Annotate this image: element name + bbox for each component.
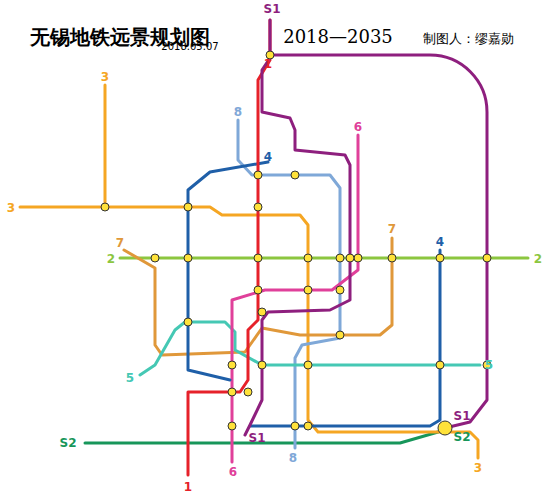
line-number: 4 xyxy=(264,151,272,163)
transfer-station xyxy=(184,254,192,262)
line-number: 3 xyxy=(101,71,109,83)
transfer-station xyxy=(336,331,344,339)
line-number: 3 xyxy=(474,462,482,474)
transfer-station xyxy=(254,254,262,262)
line-number: 5 xyxy=(126,372,134,384)
transfer-station xyxy=(304,361,312,369)
line-number: S1 xyxy=(249,432,266,444)
line-number: 2 xyxy=(534,253,542,265)
line-8 xyxy=(238,120,340,448)
line-number: 6 xyxy=(229,466,237,478)
transfer-station xyxy=(228,388,236,396)
transfer-station xyxy=(244,388,252,396)
transfer-station xyxy=(336,254,344,262)
line-number: S2 xyxy=(60,437,77,449)
transfer-station xyxy=(436,361,444,369)
author-note: 制图人：缪嘉勋 xyxy=(423,32,514,45)
line-3 xyxy=(20,85,478,458)
line-number: 6 xyxy=(354,121,362,133)
line-number: 8 xyxy=(234,106,242,118)
transfer-station xyxy=(258,308,266,316)
transfer-station xyxy=(436,254,444,262)
transfer-station xyxy=(483,254,491,262)
transfer-station xyxy=(254,203,262,211)
line-number: 4 xyxy=(436,236,444,248)
transfer-stations xyxy=(101,51,491,435)
date-note: 2018.05.07 xyxy=(161,42,218,52)
transfer-station xyxy=(354,254,362,262)
line-5 xyxy=(140,322,480,375)
transfer-hub xyxy=(438,421,452,435)
line-number: 1 xyxy=(264,58,272,70)
line-number: S1 xyxy=(264,3,281,15)
line-6 xyxy=(232,135,358,462)
line-2 xyxy=(120,257,528,260)
transfer-station xyxy=(151,254,159,262)
line-s1 xyxy=(245,20,487,435)
line-number: 7 xyxy=(116,237,124,249)
transfer-station xyxy=(258,361,266,369)
transfer-station xyxy=(184,203,192,211)
transfer-station xyxy=(228,422,236,430)
transfer-station xyxy=(291,171,299,179)
line-number: S2 xyxy=(454,431,471,443)
transfer-station xyxy=(304,254,312,262)
line-number: 3 xyxy=(7,202,15,214)
line-number: 2 xyxy=(107,253,115,265)
line-number: 5 xyxy=(485,359,493,371)
transfer-station xyxy=(304,286,312,294)
transfer-station xyxy=(346,254,354,262)
transfer-station xyxy=(254,171,262,179)
line-number: 1 xyxy=(184,481,192,493)
transfer-station xyxy=(388,254,396,262)
transfer-station xyxy=(101,203,109,211)
transfer-station xyxy=(336,286,344,294)
period-note: 2018—2035 xyxy=(283,28,393,46)
transfer-station xyxy=(184,318,192,326)
line-4 xyxy=(188,162,440,426)
line-number: 7 xyxy=(388,223,396,235)
transfer-station xyxy=(291,422,299,430)
line-number: S1 xyxy=(454,410,471,422)
transfer-station xyxy=(304,422,312,430)
transfer-station xyxy=(228,361,236,369)
line-number: 8 xyxy=(289,452,297,464)
transfer-station xyxy=(254,286,262,294)
